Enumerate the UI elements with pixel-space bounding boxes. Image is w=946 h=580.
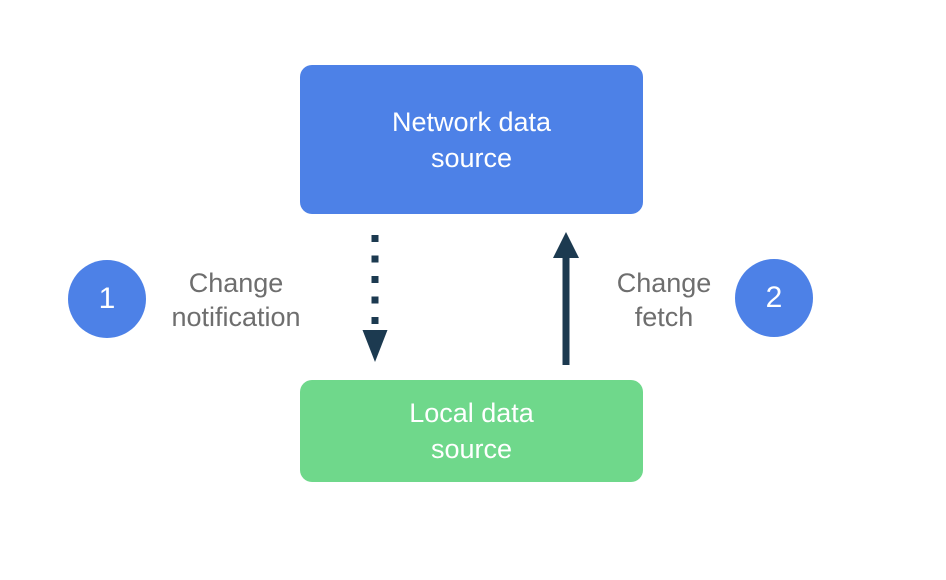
change-notification-arrow-icon: [362, 235, 388, 362]
network-data-source-node: Network data source: [300, 65, 643, 214]
step-2-badge: 2: [735, 259, 813, 337]
step-2-number: 2: [765, 281, 783, 314]
step-1-number: 1: [98, 282, 116, 315]
change-fetch-arrow-icon: [553, 232, 579, 365]
local-data-source-label: Local data source: [409, 398, 534, 464]
step-2-label: Change fetch: [616, 268, 712, 332]
step-1-label: Change notification: [171, 268, 301, 332]
network-data-source-label: Network data source: [391, 106, 552, 173]
step-1-badge: 1: [68, 260, 146, 338]
local-data-source-node: Local data source: [300, 380, 643, 482]
